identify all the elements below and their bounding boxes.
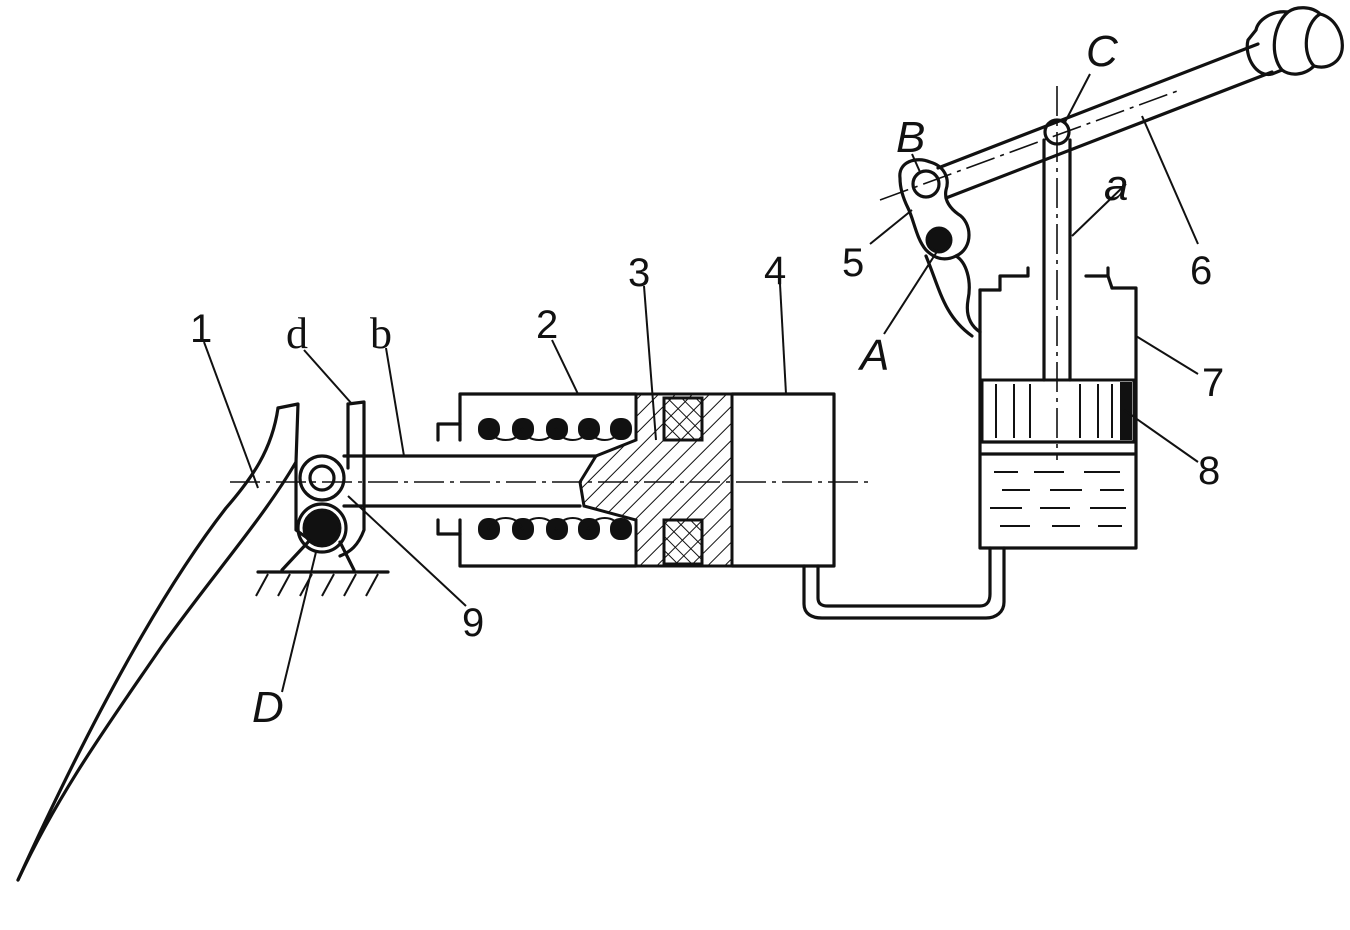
link-5 bbox=[898, 158, 982, 338]
label-1: 1 bbox=[190, 307, 212, 351]
label-8: 8 bbox=[1198, 449, 1220, 493]
roller-9 bbox=[298, 454, 346, 502]
label-A: A bbox=[857, 331, 889, 380]
lever-arm-1 bbox=[16, 402, 312, 882]
label-B: B bbox=[896, 113, 925, 162]
oil-pipe bbox=[802, 546, 1006, 620]
label-4: 4 bbox=[764, 249, 786, 293]
pivot-c bbox=[1043, 118, 1071, 146]
label-d: d bbox=[286, 309, 308, 358]
label-6: 6 bbox=[1190, 249, 1212, 293]
labels: 1 d b 2 3 4 5 A B C a 6 7 8 9 D bbox=[190, 27, 1224, 732]
brake-fluid bbox=[980, 452, 1136, 527]
pivot-pin-d bbox=[296, 502, 348, 554]
label-2: 2 bbox=[536, 303, 558, 347]
return-spring bbox=[478, 418, 632, 540]
label-C: C bbox=[1086, 27, 1119, 76]
master-piston-8 bbox=[980, 378, 1136, 444]
label-5: 5 bbox=[842, 241, 864, 285]
piston-3 bbox=[578, 392, 734, 568]
label-9: 9 bbox=[462, 601, 484, 645]
label-3: 3 bbox=[628, 251, 650, 295]
cylinder-chamber-4 bbox=[730, 392, 836, 568]
spring-housing-2 bbox=[436, 392, 638, 568]
label-D: D bbox=[252, 683, 284, 732]
master-cylinder-7 bbox=[978, 266, 1138, 550]
leader-lines bbox=[203, 73, 1199, 693]
piston-rod-a bbox=[1042, 86, 1072, 460]
ground-support bbox=[255, 538, 390, 597]
label-7: 7 bbox=[1202, 361, 1224, 405]
label-a: a bbox=[1104, 161, 1128, 210]
label-b: b bbox=[370, 309, 392, 358]
hand-lever-6 bbox=[879, 6, 1344, 201]
push-rod-b bbox=[342, 454, 598, 508]
